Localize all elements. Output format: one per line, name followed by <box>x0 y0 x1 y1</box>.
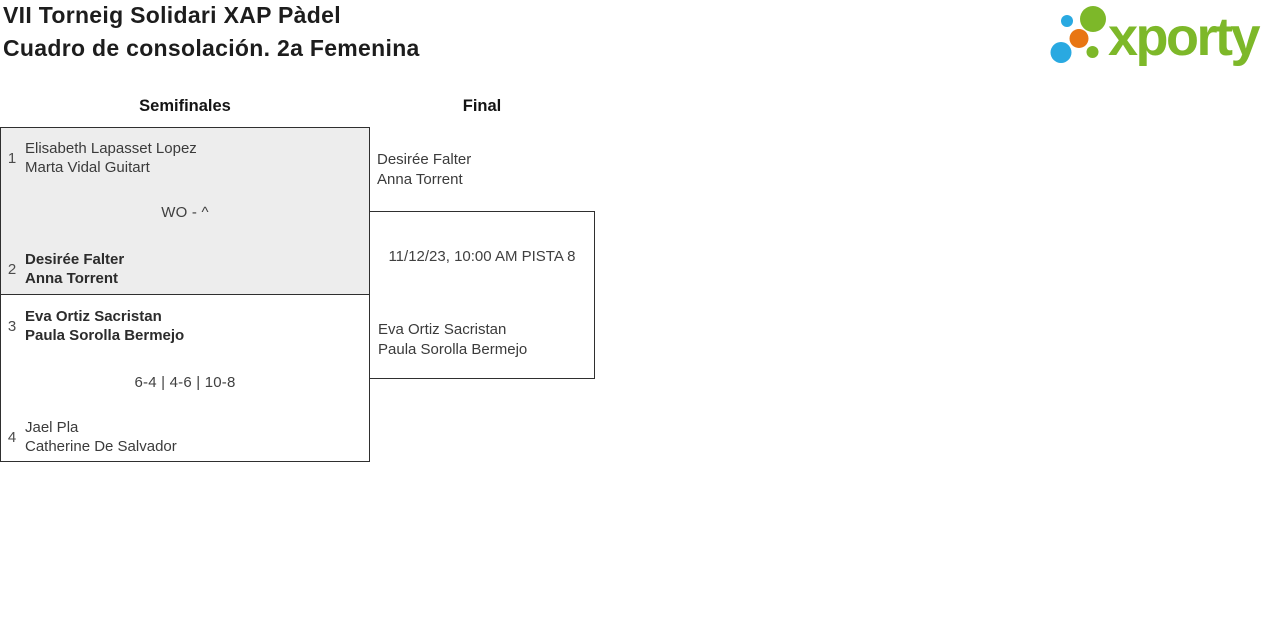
player-name: Marta Vidal Guitart <box>25 159 150 176</box>
seed-number: 2 <box>7 260 17 278</box>
match-score: 6-4 | 4-6 | 10-8 <box>134 374 236 391</box>
player-name: Catherine De Salvador <box>25 438 177 455</box>
seed-number: 1 <box>7 149 17 167</box>
final-team-bottom: Eva Ortiz Sacristan Paula Sorolla Bermej… <box>378 320 527 359</box>
match-box-final: 11/12/23, 10:00 AM PISTA 8 Eva Ortiz Sac… <box>369 211 595 379</box>
player-name: Eva Ortiz Sacristan <box>25 308 162 325</box>
final-team-top: Desirée Falter Anna Torrent <box>377 150 471 189</box>
match-box-semifinal-1: 1 Elisabeth Lapasset Lopez Marta Vidal G… <box>0 127 370 295</box>
xporty-wordmark: xporty <box>1108 7 1261 67</box>
xporty-dots-icon <box>1050 6 1106 63</box>
player-name: Elisabeth Lapasset Lopez <box>25 140 197 157</box>
player-name: Jael Pla <box>25 419 79 436</box>
player-name: Anna Torrent <box>377 170 463 188</box>
page-title-line2: Cuadro de consolación. 2a Femenina <box>3 35 420 61</box>
round-label-semifinales: Semifinales <box>139 97 231 115</box>
team-entry: 2 Desirée Falter Anna Torrent <box>1 250 369 288</box>
page-title: VII Torneig Solidari XAP Pàdel Cuadro de… <box>3 0 420 65</box>
match-box-semifinal-2: 3 Eva Ortiz Sacristan Paula Sorolla Berm… <box>0 294 370 462</box>
seed-number: 3 <box>7 317 17 335</box>
team-entry: 3 Eva Ortiz Sacristan Paula Sorolla Berm… <box>1 307 369 345</box>
team-players-winner: Eva Ortiz Sacristan Paula Sorolla Bermej… <box>25 307 184 345</box>
round-label-final: Final <box>462 97 502 115</box>
player-name: Desirée Falter <box>25 251 125 268</box>
match-schedule: 11/12/23, 10:00 AM PISTA 8 <box>388 248 576 265</box>
team-entry: 4 Jael Pla Catherine De Salvador <box>1 418 369 456</box>
team-players: Elisabeth Lapasset Lopez Marta Vidal Gui… <box>25 139 197 177</box>
player-name: Paula Sorolla Bermejo <box>25 327 185 344</box>
team-players: Jael Pla Catherine De Salvador <box>25 418 177 456</box>
team-players-winner: Desirée Falter Anna Torrent <box>25 250 124 288</box>
team-entry: 1 Elisabeth Lapasset Lopez Marta Vidal G… <box>1 139 369 177</box>
player-name: Paula Sorolla Bermejo <box>378 340 528 358</box>
page-title-line1: VII Torneig Solidari XAP Pàdel <box>3 2 341 28</box>
player-name: Eva Ortiz Sacristan <box>378 321 507 338</box>
player-name: Desirée Falter <box>377 151 472 168</box>
seed-number: 4 <box>7 428 17 446</box>
player-name: Anna Torrent <box>25 270 119 287</box>
xporty-logo: xporty <box>1050 0 1280 76</box>
match-score: WO - ^ <box>161 204 209 221</box>
